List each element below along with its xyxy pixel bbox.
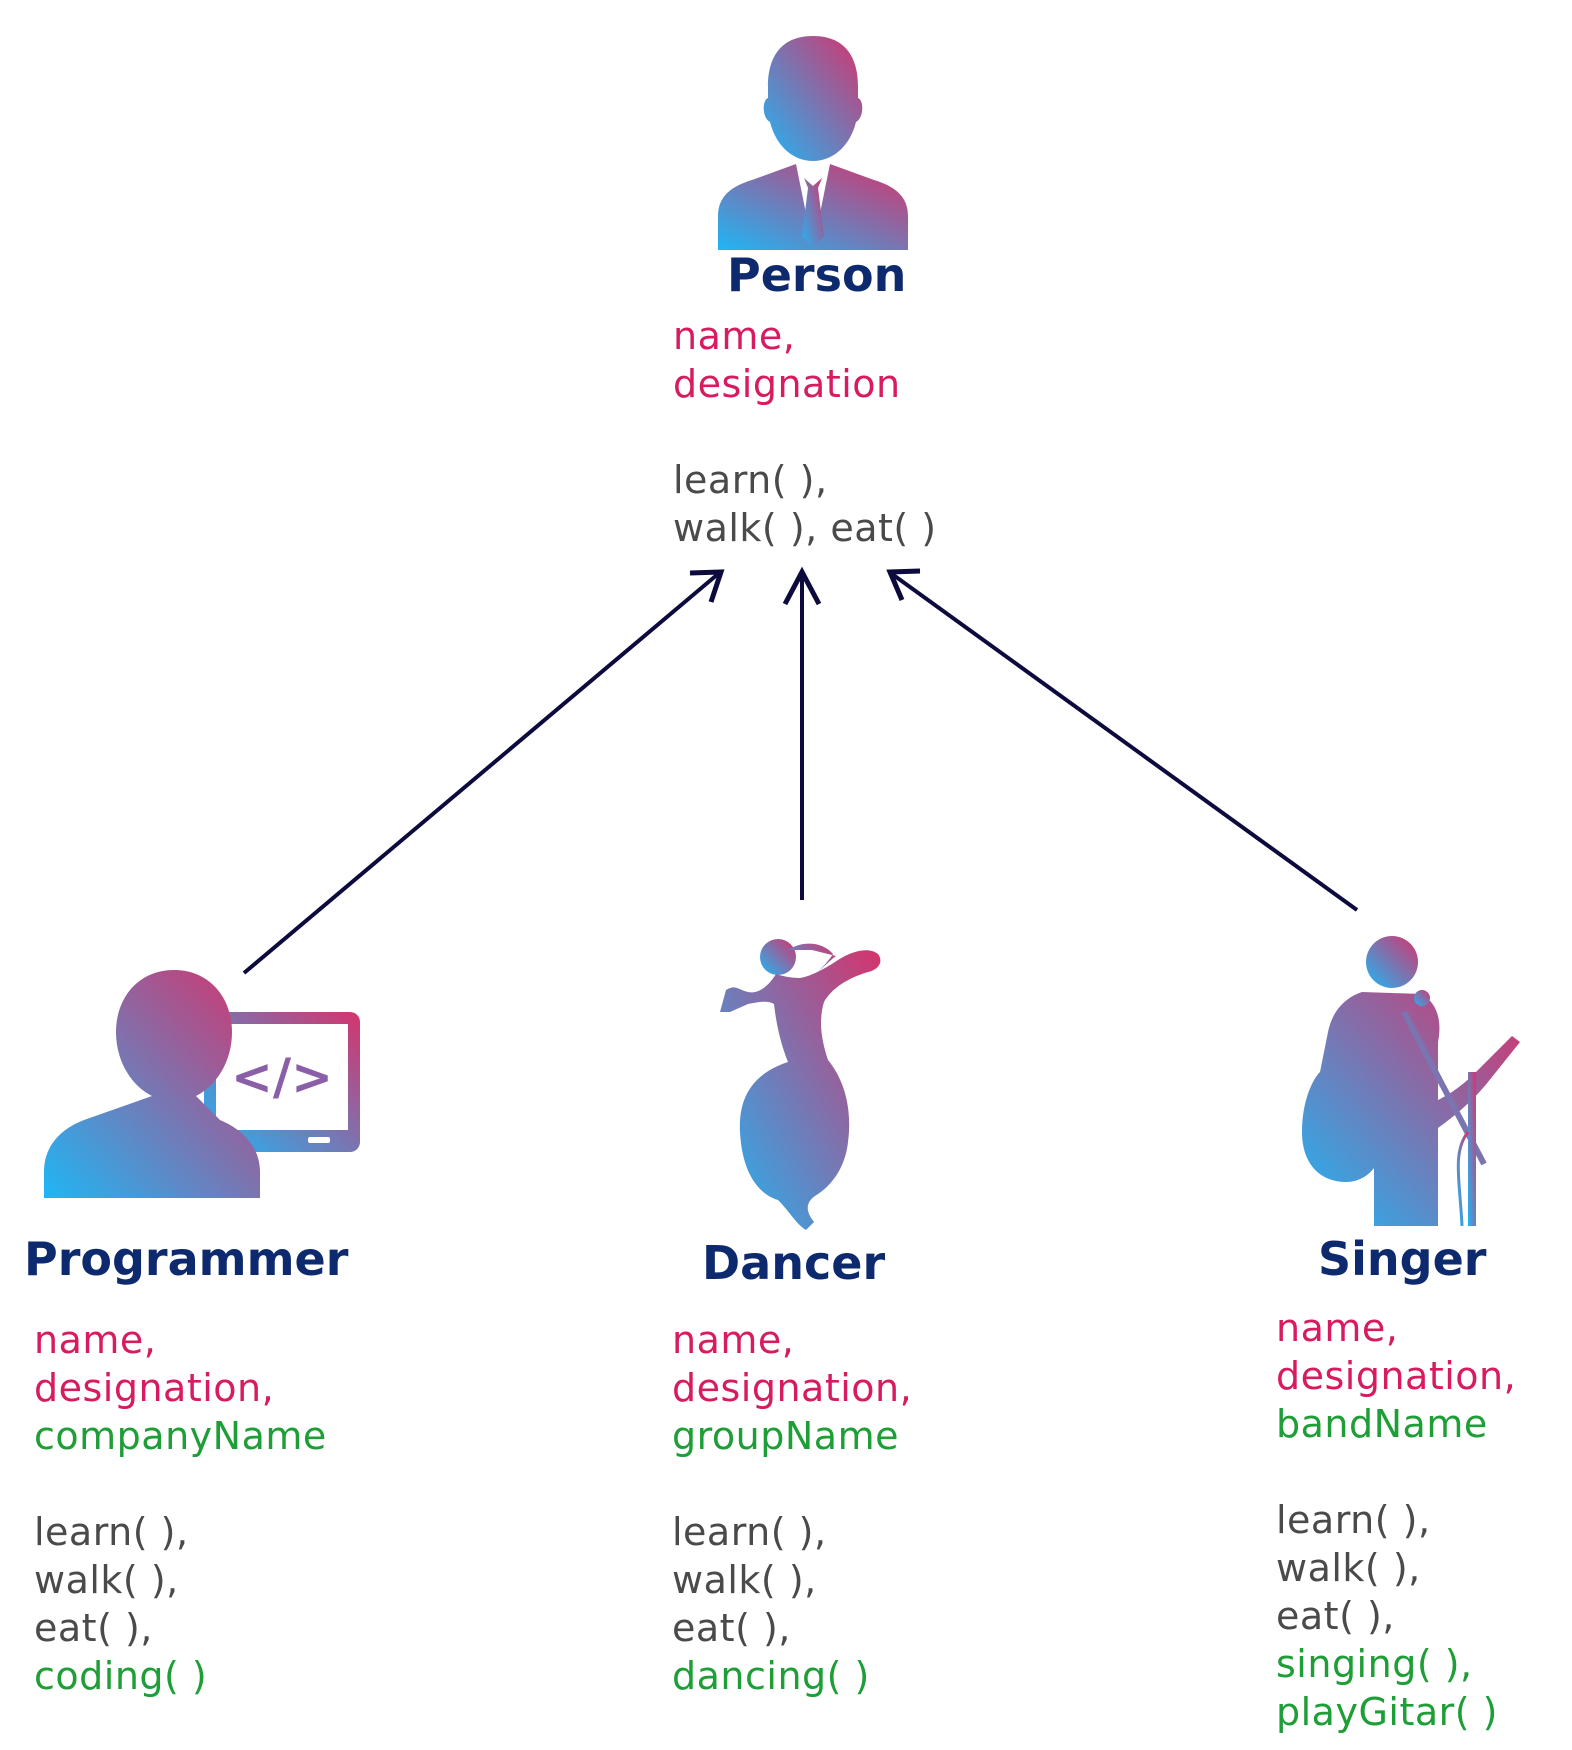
method-label: walk( ), bbox=[672, 1558, 817, 1602]
method-label: learn( ), bbox=[1276, 1498, 1431, 1542]
programmer-members: name, designation, companyName learn( ),… bbox=[34, 1316, 327, 1700]
method-label: eat( ), bbox=[672, 1606, 791, 1650]
attribute-label: designation, bbox=[672, 1366, 913, 1410]
method-label: walk( ), bbox=[1276, 1546, 1421, 1590]
attribute-label: designation, bbox=[1276, 1354, 1517, 1398]
dancer-icon bbox=[720, 939, 881, 1230]
arrow-dancer-to-person bbox=[782, 566, 822, 900]
specific-method-label: coding( ) bbox=[34, 1654, 208, 1698]
method-label: eat( ), bbox=[1276, 1594, 1395, 1638]
specific-method-label: dancing( ) bbox=[672, 1654, 870, 1698]
specific-attribute-label: bandName bbox=[1276, 1402, 1488, 1446]
specific-method-label: singing( ), bbox=[1276, 1642, 1473, 1686]
arrow-singer-to-person bbox=[886, 568, 1359, 912]
attribute-label: name, bbox=[1276, 1306, 1399, 1350]
attribute-label: name, bbox=[673, 314, 796, 358]
person-members: name, designation learn( ), walk( ), eat… bbox=[673, 312, 937, 552]
specific-attribute-label: companyName bbox=[34, 1414, 327, 1458]
person-title: Person bbox=[727, 248, 907, 302]
dancer-title: Dancer bbox=[702, 1236, 886, 1290]
method-label: walk( ), eat( ) bbox=[673, 506, 937, 550]
singer-guitarist-icon bbox=[1302, 936, 1520, 1226]
method-label: walk( ), bbox=[34, 1558, 179, 1602]
attribute-label: designation bbox=[673, 362, 901, 406]
programmer-title: Programmer bbox=[24, 1232, 349, 1286]
specific-method-label: playGitar( ) bbox=[1276, 1690, 1498, 1734]
attribute-label: name, bbox=[34, 1318, 157, 1362]
method-label: learn( ), bbox=[673, 458, 828, 502]
specific-attribute-label: groupName bbox=[672, 1414, 899, 1458]
dancer-members: name, designation, groupName learn( ), w… bbox=[672, 1316, 912, 1700]
programmer-icon: </> bbox=[44, 970, 360, 1198]
businessman-icon bbox=[718, 36, 908, 250]
singer-members: name, designation, bandName learn( ), wa… bbox=[1276, 1304, 1516, 1736]
attribute-label: designation, bbox=[34, 1366, 275, 1410]
method-label: eat( ), bbox=[34, 1606, 153, 1650]
arrow-programmer-to-person bbox=[242, 569, 725, 975]
singer-title: Singer bbox=[1318, 1232, 1487, 1286]
method-label: learn( ), bbox=[34, 1510, 189, 1554]
attribute-label: name, bbox=[672, 1318, 795, 1362]
method-label: learn( ), bbox=[672, 1510, 827, 1554]
svg-text:</>: </> bbox=[231, 1048, 333, 1106]
